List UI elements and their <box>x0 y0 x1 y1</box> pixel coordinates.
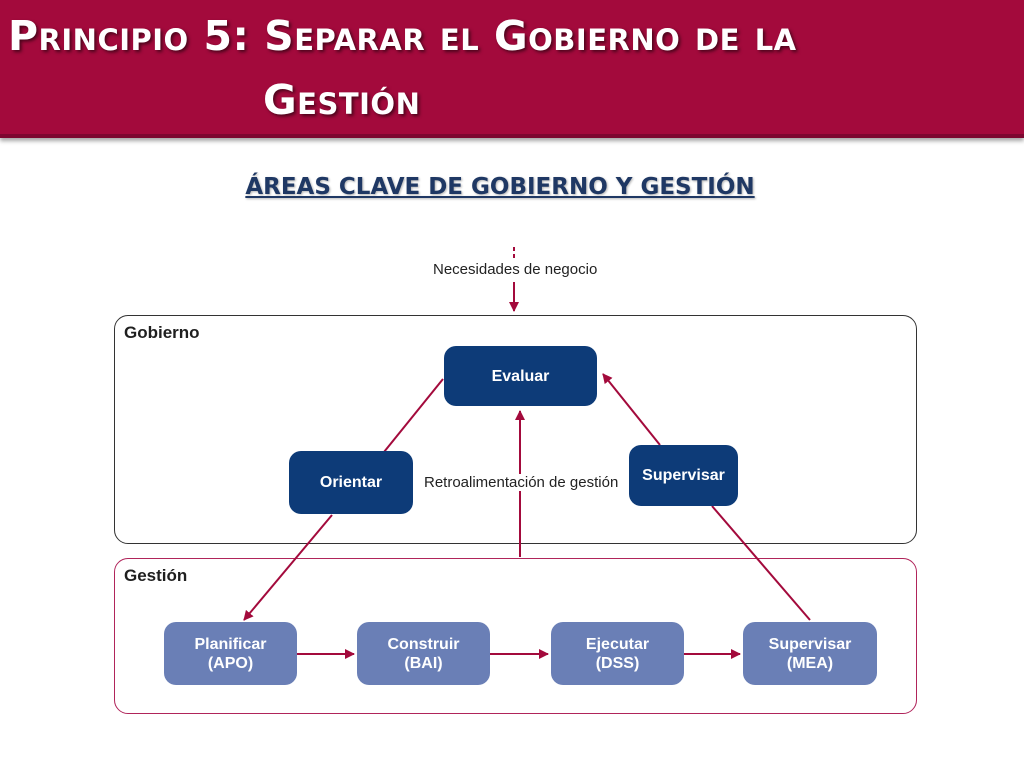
slide-title-line-2: Gestión <box>263 76 421 124</box>
node-orientar-label: Orientar <box>319 474 383 491</box>
node-label-line2: (DSS) <box>595 654 640 672</box>
node-label-line2: (MEA) <box>786 654 834 672</box>
governance-area-label: Gobierno <box>124 323 200 342</box>
diagram-subtitle: ÁREAS CLAVE DE GOBIERNO Y GESTIÓN <box>245 174 755 200</box>
arrow-supervisar-evaluar <box>602 373 661 446</box>
node-planificar-apo: Planificar (APO) <box>164 622 297 685</box>
slide-header: Principio 5: Separar el Gobierno de la G… <box>0 0 1024 138</box>
node-label-line1: Ejecutar <box>585 635 650 653</box>
node-evaluar: Evaluar <box>444 346 597 406</box>
node-label-line1: Construir <box>387 635 460 653</box>
node-construir-bai: Construir (BAI) <box>357 622 490 685</box>
arrow-evaluar-orientar <box>383 378 444 453</box>
node-ejecutar-dss: Ejecutar (DSS) <box>551 622 684 685</box>
slide-title-line-1: Principio 5: Separar el Gobierno de la <box>8 12 797 60</box>
arrow-mea-supervisar <box>711 505 811 621</box>
node-supervisar-label: Supervisar <box>642 467 725 484</box>
node-label-line1: Supervisar <box>768 635 852 653</box>
node-evaluar-label: Evaluar <box>491 367 550 385</box>
feedback-label: Retroalimentación de gestión <box>422 474 621 491</box>
node-label-line2: (BAI) <box>404 654 443 672</box>
node-supervisar: Supervisar <box>629 445 738 506</box>
business-needs-label: Necesidades de negocio <box>433 261 598 278</box>
arrow-orientar-planificar <box>243 514 333 621</box>
node-supervisar-mea: Supervisar (MEA) <box>743 622 877 685</box>
node-label-line1: Planificar <box>194 635 267 653</box>
management-area-label: Gestión <box>124 566 188 585</box>
node-label-line2: (APO) <box>207 654 254 672</box>
node-orientar: Orientar <box>289 451 413 514</box>
